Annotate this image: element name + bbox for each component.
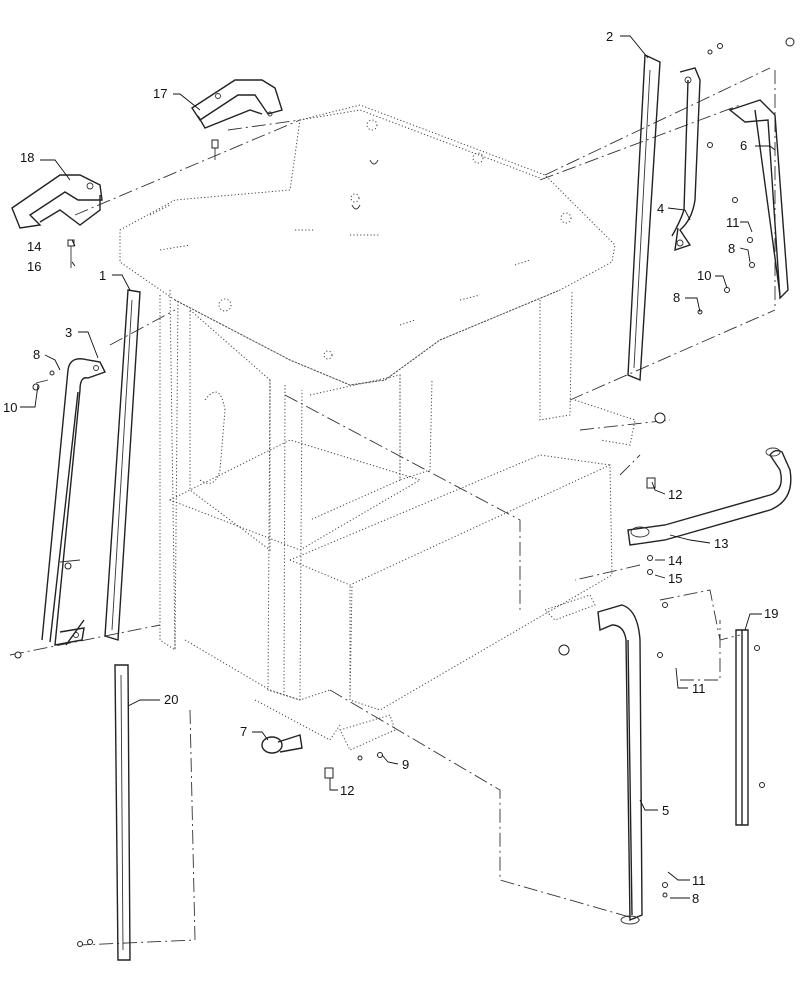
callout-17: 17	[153, 86, 167, 101]
callout-12-b: 12	[340, 783, 354, 798]
part-6-handrail	[707, 37, 795, 300]
callout-11-c: 11	[692, 873, 706, 888]
part-17-roof-handle	[191, 79, 283, 160]
part-3-left-handrail	[14, 358, 106, 659]
part-18-roof-handle	[11, 174, 103, 268]
part-4-handrail	[671, 43, 723, 252]
cab-roof	[119, 104, 616, 386]
callout-8-a: 8	[33, 347, 40, 362]
locator-lines	[9, 67, 776, 946]
callout-1: 1	[99, 268, 106, 283]
callout-12-a: 12	[668, 487, 682, 502]
part-5-handrail	[558, 602, 668, 925]
callout-11-b: 11	[692, 681, 706, 696]
callout-4: 4	[657, 201, 664, 216]
callout-10-a: 10	[3, 400, 17, 415]
callout-16: 16	[27, 259, 41, 274]
callout-labels: 1 2 3 4 5 6 7 8 8 8 8 9 10 10 11 11 11 1…	[3, 29, 778, 906]
part-1-trim-strip	[104, 289, 141, 641]
part-19-trim-strip	[735, 629, 765, 826]
fasteners	[32, 197, 755, 898]
callout-20: 20	[164, 692, 178, 707]
callout-7: 7	[240, 724, 247, 739]
callout-8-b: 8	[728, 241, 735, 256]
callout-14-b: 14	[668, 553, 682, 568]
callout-6: 6	[740, 138, 747, 153]
callout-18: 18	[20, 150, 34, 165]
callout-10-b: 10	[697, 268, 711, 283]
callout-9: 9	[402, 757, 409, 772]
callout-13: 13	[714, 536, 728, 551]
callout-19: 19	[764, 606, 778, 621]
callout-8-d: 8	[692, 891, 699, 906]
cab-frame	[159, 289, 636, 751]
callout-15: 15	[668, 571, 682, 586]
callout-8-c: 8	[673, 290, 680, 305]
part-2-trim-strip	[627, 53, 661, 382]
callout-11-a: 11	[726, 215, 740, 230]
callout-14-a: 14	[27, 239, 41, 254]
part-20-trim-strip	[77, 664, 131, 961]
callout-2: 2	[606, 29, 613, 44]
leader-lines	[20, 35, 776, 899]
part-7-knob	[261, 734, 303, 754]
callout-3: 3	[65, 325, 72, 340]
callout-5: 5	[662, 803, 669, 818]
part-13-handle	[627, 447, 792, 546]
